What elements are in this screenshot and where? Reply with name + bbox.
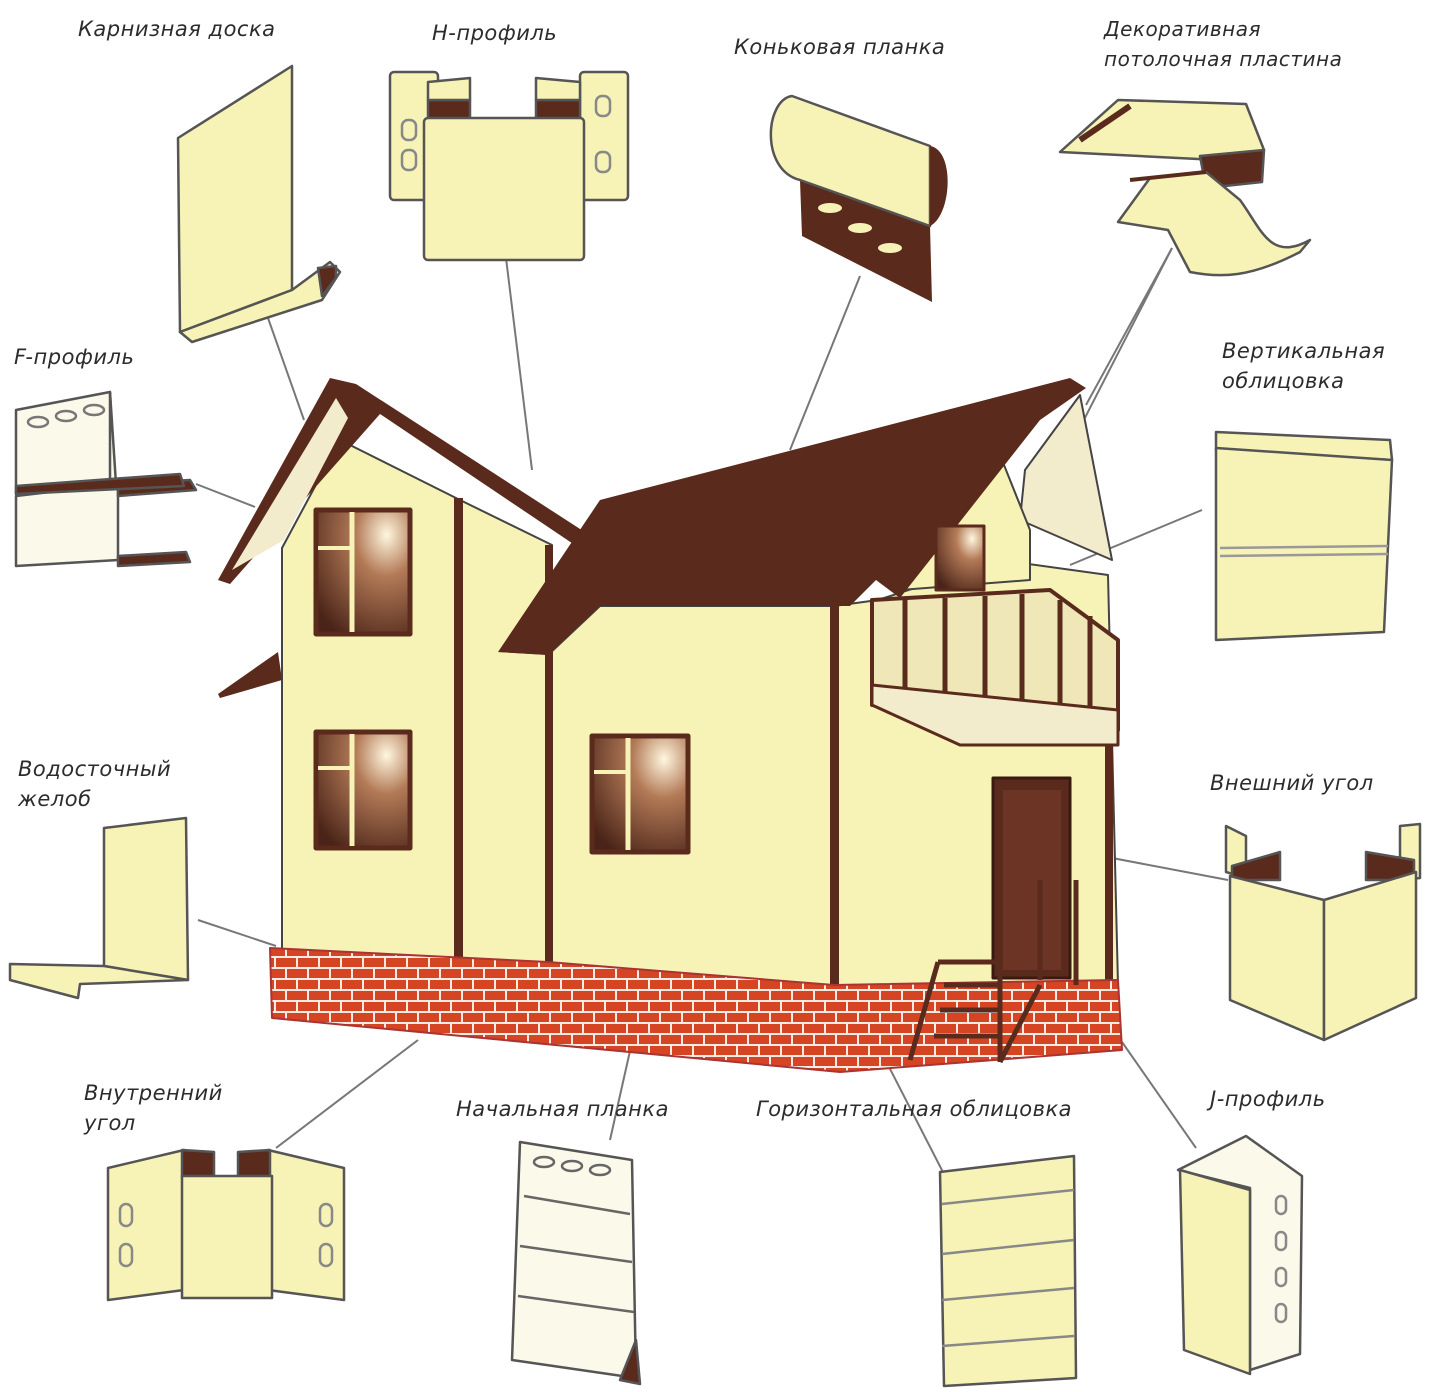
label-vertical-cladding: Вертикальная облицовка <box>1222 336 1385 396</box>
label-text-line2: потолочная пластина <box>1104 47 1343 71</box>
label-text-line1: Водосточный <box>18 757 172 781</box>
part-vertical-cladding <box>1214 430 1394 642</box>
label-text-line1: Внутренний <box>84 1081 223 1105</box>
label-text: J-профиль <box>1210 1087 1326 1111</box>
part-fascia-board <box>176 64 342 344</box>
label-text-line1: Вертикальная <box>1222 339 1386 363</box>
label-h-profile: H-профиль <box>432 18 557 48</box>
label-text: Начальная планка <box>456 1097 669 1121</box>
label-text-line2: облицовка <box>1222 369 1345 393</box>
label-text: Карнизная доска <box>78 17 276 41</box>
part-starter-strip <box>510 1140 642 1386</box>
leader-lines <box>195 247 1229 1179</box>
house <box>218 378 1123 1073</box>
part-soffit-panel <box>1058 98 1312 277</box>
part-inner-corner <box>106 1148 346 1302</box>
label-text-line1: Декоративная <box>1104 17 1261 41</box>
label-outer-corner: Внешний угол <box>1210 768 1374 798</box>
label-text-line2: угол <box>84 1111 136 1135</box>
label-horizontal-cladding: Горизонтальная облицовка <box>756 1094 1072 1124</box>
label-text: Внешний угол <box>1210 771 1374 795</box>
window-lower-left <box>313 729 413 851</box>
label-j-profile: J-профиль <box>1210 1084 1326 1114</box>
label-text: F-профиль <box>14 345 135 369</box>
label-fascia-board: Карнизная доска <box>78 14 276 44</box>
label-soffit-panel: Декоративная потолочная пластина <box>1104 14 1342 74</box>
part-f-profile <box>14 390 198 568</box>
part-outer-corner <box>1224 822 1422 1042</box>
label-starter-strip: Начальная планка <box>456 1094 669 1124</box>
part-h-profile <box>388 70 630 262</box>
window-side <box>589 733 691 855</box>
part-j-profile <box>1176 1134 1304 1376</box>
part-ridge-strip <box>769 94 948 302</box>
part-drip-edge <box>8 816 190 1000</box>
label-inner-corner: Внутренний угол <box>84 1078 223 1138</box>
label-text: Горизонтальная облицовка <box>756 1097 1073 1121</box>
window-upper-left <box>313 507 413 637</box>
label-f-profile: F-профиль <box>14 342 134 372</box>
label-text: H-профиль <box>432 21 558 45</box>
label-text-line2: желоб <box>18 787 92 811</box>
label-ridge-strip: Коньковая планка <box>734 32 945 62</box>
part-horizontal-cladding <box>938 1154 1078 1388</box>
label-drip-edge: Водосточный желоб <box>18 754 171 814</box>
label-text: Коньковая планка <box>734 35 946 59</box>
